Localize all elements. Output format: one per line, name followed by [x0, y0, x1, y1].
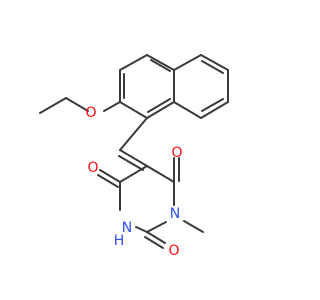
ether-oxygen-label: O [85, 105, 96, 121]
bond [201, 98, 224, 112]
bond [147, 98, 171, 113]
bond [118, 155, 144, 171]
bond [65, 97, 89, 112]
bond [150, 59, 171, 72]
bond [183, 220, 204, 233]
bond [146, 101, 175, 119]
bond [173, 101, 202, 119]
bond [146, 231, 166, 244]
bond [135, 226, 148, 233]
bond [99, 169, 121, 183]
bond [146, 165, 175, 183]
bond [119, 149, 148, 167]
atom-labels: O O O O N H N [85, 105, 182, 259]
bond [200, 101, 229, 119]
bond [119, 101, 148, 119]
nh-nitrogen-label: N [122, 220, 132, 236]
bonds [39, 54, 229, 249]
carbonyl-oxygen-bottom-label: O [168, 243, 179, 259]
bond [146, 221, 167, 233]
bond [144, 236, 164, 249]
bond [200, 54, 229, 71]
molecule-diagram: O O O O N H N [39, 54, 229, 259]
bond [201, 60, 224, 74]
carbonyl-oxygen-left-label: O [87, 160, 98, 176]
methyl-nitrogen-label: N [170, 206, 180, 222]
bond [97, 174, 119, 188]
bond [39, 97, 67, 114]
bond [146, 54, 175, 71]
bond [119, 117, 148, 151]
carbonyl-oxygen-top-label: O [171, 145, 182, 161]
bond [119, 165, 148, 183]
bond [173, 54, 202, 71]
nh-hydrogen-label: H [114, 233, 125, 249]
bond [119, 54, 148, 71]
bond [103, 101, 121, 112]
